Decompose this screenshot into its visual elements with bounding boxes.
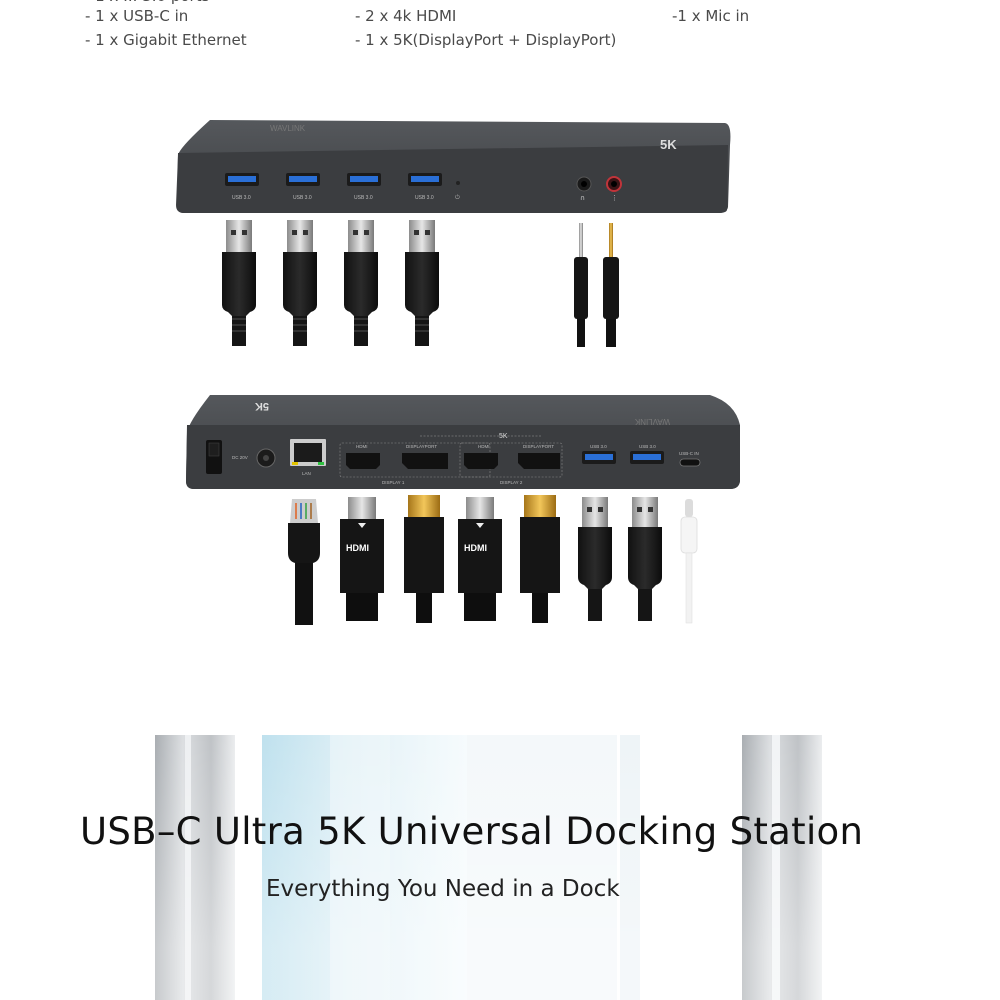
ethernet-cable <box>288 499 320 625</box>
displayport-label: DISPLAYPORT <box>406 444 437 449</box>
front-usb-cables <box>222 220 439 346</box>
spec-displayport: - 1 x 5K(DisplayPort + DisplayPort) <box>355 31 617 49</box>
displayport-port-2 <box>518 453 560 469</box>
hdmi-port-2 <box>464 453 498 469</box>
hdmi-logo: HDMI <box>464 543 487 553</box>
hero-banner: USB–C Ultra 5K Universal Docking Station… <box>0 735 1000 1000</box>
usbc-cable <box>680 499 698 624</box>
power-icon: ⏻ <box>455 194 460 201</box>
banner-subtitle: Everything You Need in a Dock <box>266 876 620 902</box>
lan-label: LAN <box>302 471 311 476</box>
rear-usb-label: USB 3.0 <box>639 444 656 449</box>
displayport-cable <box>520 495 560 623</box>
usb-cable <box>628 497 662 621</box>
power-label: DC 20V <box>232 455 248 460</box>
displayport-port-1 <box>402 453 448 469</box>
hdmi-cable: HDMI <box>340 497 384 621</box>
hdmi-port-1 <box>346 453 380 469</box>
svg-text:WAVLINK: WAVLINK <box>270 124 306 133</box>
spec-gigabit-ethernet: - 1 x Gigabit Ethernet <box>85 31 247 49</box>
power-led-icon <box>456 181 460 185</box>
front-usb-ports: USB 3.0 USB 3.0 USB 3.0 USB 3.0 <box>225 173 442 201</box>
front-usb-label: USB 3.0 <box>354 195 373 201</box>
front-usb-label: USB 3.0 <box>232 195 251 201</box>
hdmi-label: HDMI <box>478 444 490 449</box>
banner-background <box>0 735 1000 1000</box>
front-usb-label: USB 3.0 <box>415 195 434 201</box>
headphone-icon: ∩ <box>580 194 585 202</box>
banner-title: USB–C Ultra 5K Universal Docking Station <box>80 810 864 853</box>
spec-mic-in: -1 x Mic in <box>672 7 750 25</box>
usb-cable <box>578 497 612 621</box>
displayport-label: DISPLAYPORT <box>523 444 554 449</box>
hdmi-label: HDMI <box>356 444 368 449</box>
svg-text:WAVLINK: WAVLINK <box>634 417 670 426</box>
rear-usb-label: USB 3.0 <box>590 444 607 449</box>
display-2-label: DISPLAY 2 <box>500 480 523 485</box>
front-usb-label: USB 3.0 <box>293 195 312 201</box>
spec-hdmi: - 2 x 4k HDMI <box>355 7 457 25</box>
mic-icon: ⋮ <box>611 194 618 202</box>
rear-logo: 5K <box>255 400 269 412</box>
spec-usbc-in: - 1 x USB-C in <box>85 7 189 25</box>
hdmi-logo: HDMI <box>346 543 369 553</box>
front-logo: 5K <box>660 137 677 152</box>
audio-plugs <box>574 223 619 347</box>
dock-rear-image: 5K WAVLINK DC 20V LAN 5K HDMI DISPLAYPOR… <box>186 395 740 625</box>
5k-group-label: 5K <box>499 433 508 440</box>
usbc-label: USB-C IN <box>679 451 699 456</box>
display-1-label: DISPLAY 1 <box>382 480 405 485</box>
spec-cutoff-row: - 1 x ... 3.0 ports <box>85 0 209 6</box>
displayport-cable <box>404 495 444 623</box>
usbc-port <box>679 458 701 467</box>
hdmi-cable: HDMI <box>458 497 502 621</box>
dock-front-image: WAVLINK 5K USB 3.0 USB 3.0 USB 3.0 USB 3… <box>176 120 731 347</box>
